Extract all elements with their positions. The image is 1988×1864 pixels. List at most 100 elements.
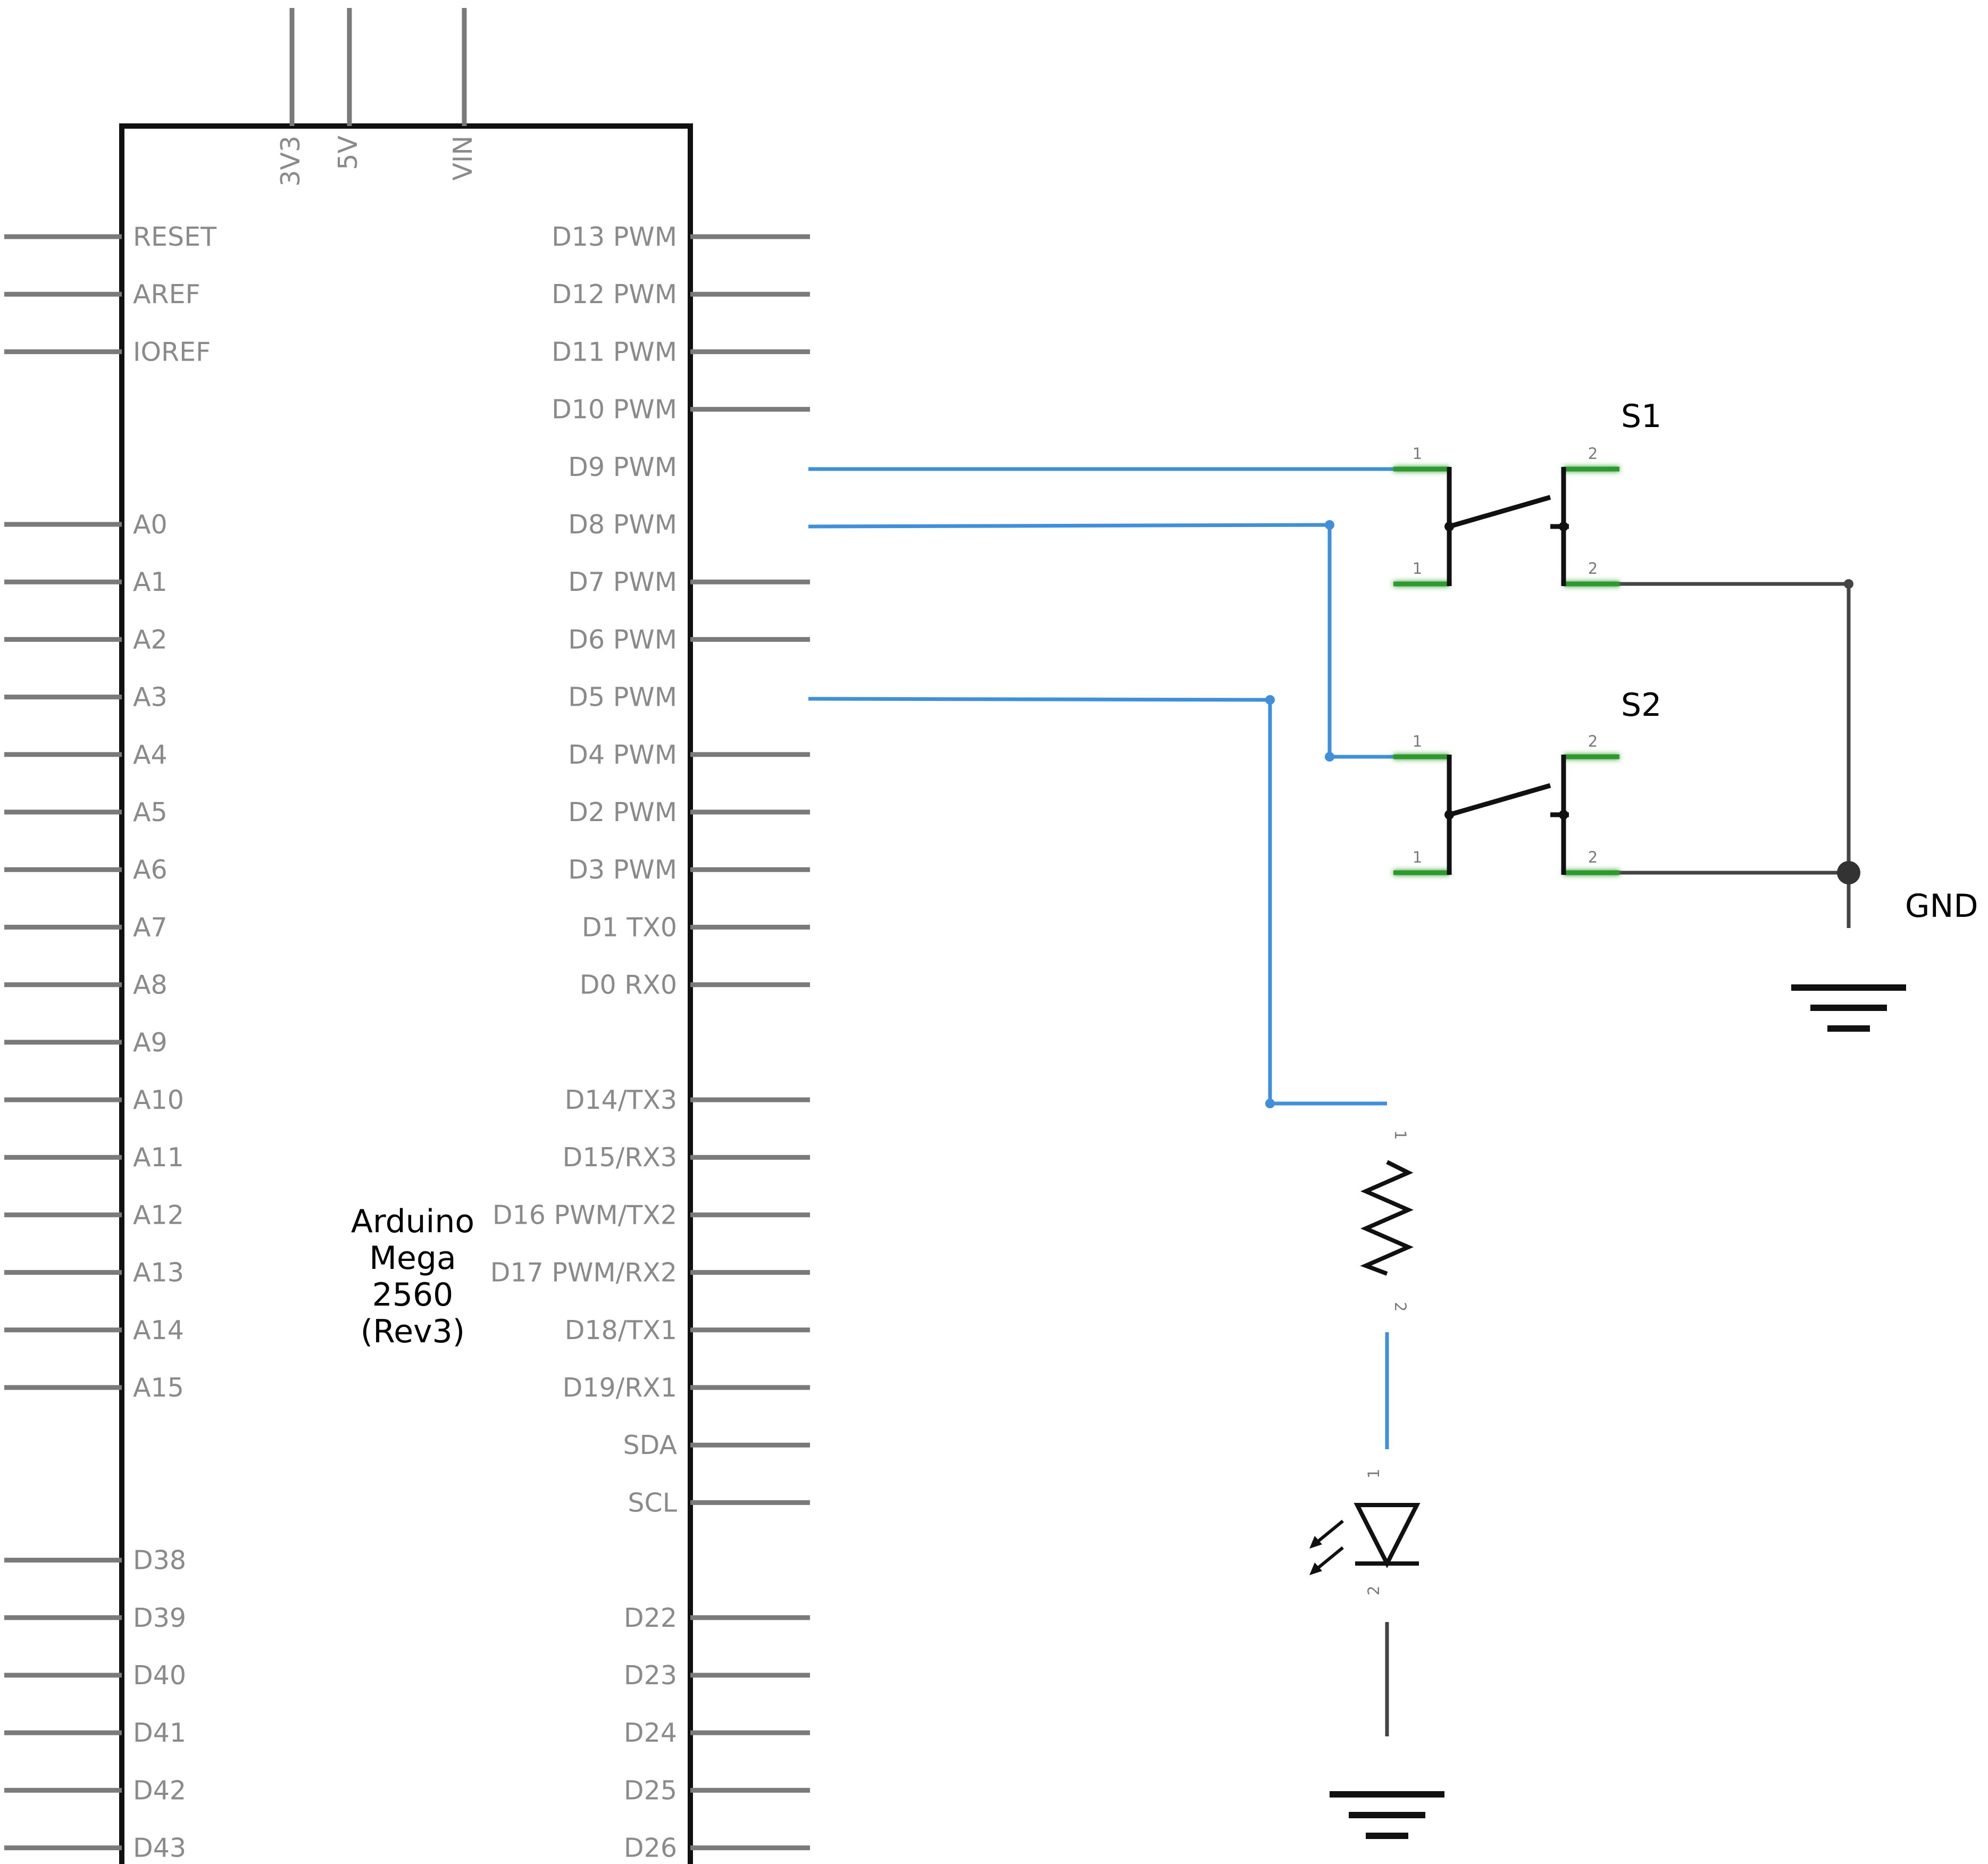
pin-label-sda: SDA: [623, 1430, 678, 1460]
resistor[interactable]: 1 2: [1360, 1101, 1414, 1335]
pin-label-d26: D26: [624, 1833, 677, 1863]
pin-label-a1: A1: [133, 567, 168, 597]
pin-label-d2-pwm: D2 PWM: [568, 797, 677, 827]
pin-label-aref: AREF: [133, 279, 201, 310]
pin-label-d14-tx3: D14/TX3: [565, 1085, 677, 1115]
pin-label-d42: D42: [133, 1775, 186, 1806]
led-triangle: [1354, 1503, 1421, 1568]
ground-symbol-gnd[interactable]: GND: [1791, 888, 1978, 1032]
board-outline: [119, 123, 693, 1864]
pin-label-d12-pwm: D12 PWM: [552, 279, 677, 310]
led[interactable]: 1 2: [1309, 1447, 1421, 1625]
resistor-pin-number-1: 1: [1391, 1130, 1409, 1140]
board-left-pins: RESET AREF IOREF A0A1A2A3A4A5A6A7A8A9A10A11…: [4, 222, 217, 1863]
pin-label-a5: A5: [133, 797, 168, 827]
pin-label-d9-pwm: D9 PWM: [568, 452, 677, 482]
s1-stop-dot: [1559, 522, 1568, 531]
s1-pin-number-1b: 1: [1413, 559, 1422, 578]
pin-label-a0: A0: [133, 509, 168, 540]
wire-s2-to-gnd[interactable]: [1618, 871, 1851, 928]
pin-label-d19-rx1: D19/RX1: [563, 1373, 677, 1403]
pin-label-d23: D23: [624, 1660, 677, 1691]
pin-label-a10: A10: [133, 1085, 184, 1115]
pin-label-d0-rx0: D0 RX0: [580, 970, 677, 1000]
board-name-line-1: Arduino: [351, 1203, 474, 1240]
pin-label-a15: A15: [133, 1373, 184, 1403]
pin-label-d43: D43: [133, 1833, 186, 1863]
gnd-label: GND: [1905, 888, 1978, 925]
board-name-line-2: Mega: [369, 1240, 456, 1277]
pin-label-d6-pwm: D6 PWM: [568, 624, 677, 655]
s2-stop-dot: [1559, 810, 1568, 820]
junction-d8: [1325, 520, 1334, 530]
pin-label-reset: RESET: [133, 222, 217, 252]
s2-pin-number-2a: 2: [1588, 732, 1598, 750]
pin-label-d17-pwm-rx2: D17 PWM/RX2: [490, 1258, 677, 1288]
pin-label-d10-pwm: D10 PWM: [552, 395, 677, 425]
wire-d8-to-s2[interactable]: [808, 523, 1396, 759]
pin-label-d3-pwm: D3 PWM: [568, 855, 677, 885]
wire-s1-to-gnd[interactable]: [1618, 582, 1851, 873]
s1-label: S1: [1621, 398, 1661, 435]
led-emit-arrowhead-2: [1309, 1562, 1322, 1575]
pin-label-5v: 5V: [333, 136, 363, 170]
pin-label-a2: A2: [133, 624, 168, 655]
s2-pivot: [1444, 810, 1454, 820]
ground-symbol-led[interactable]: [1330, 1735, 1444, 1839]
pin-label-scl: SCL: [628, 1487, 677, 1518]
wires: [808, 467, 1860, 1736]
led-pin-number-1: 1: [1365, 1469, 1383, 1478]
pin-label-d40: D40: [133, 1660, 186, 1691]
board-top-pins: 3V3 5V VIN: [275, 8, 478, 187]
pin-label-d1-tx0: D1 TX0: [582, 912, 677, 942]
pin-label-d11-pwm: D11 PWM: [552, 337, 677, 367]
junction-s1-gnd: [1844, 579, 1853, 589]
pin-label-a4: A4: [133, 740, 168, 770]
led-pin-number-2: 2: [1365, 1586, 1383, 1595]
wire-d5-to-resistor[interactable]: [808, 697, 1387, 1106]
s1-pin-number-2a: 2: [1588, 445, 1598, 463]
push-button-s2[interactable]: 1 2 1 2 S2: [1393, 687, 1661, 875]
pin-label-a12: A12: [133, 1200, 184, 1230]
pin-label-d8-pwm: D8 PWM: [568, 509, 677, 540]
pin-label-d4-pwm: D4 PWM: [568, 740, 677, 770]
pin-label-d25: D25: [624, 1775, 677, 1806]
s1-actuator: [1448, 495, 1551, 529]
s2-actuator: [1448, 783, 1551, 817]
board-right-pins: D13 PWM D12 PWM D11 PWM D10 PWM D9 PWM D8 PWM…: [490, 222, 810, 1863]
s1-pin-number-1a: 1: [1413, 445, 1422, 463]
pin-label-a7: A7: [133, 912, 168, 942]
pin-label-d39: D39: [133, 1603, 186, 1633]
pin-label-d22: D22: [624, 1603, 677, 1633]
pin-label-a11: A11: [133, 1142, 184, 1173]
pin-label-a6: A6: [133, 855, 168, 885]
pin-label-vin: VIN: [448, 136, 478, 181]
board-name-line-3: 2560: [372, 1276, 454, 1314]
s2-label: S2: [1621, 687, 1661, 724]
push-button-s1[interactable]: 1 2 1 2 S1: [1393, 398, 1661, 587]
pin-label-d24: D24: [624, 1718, 677, 1748]
s1-pivot: [1444, 522, 1454, 531]
s2-pin-number-1b: 1: [1413, 848, 1422, 866]
pin-label-a9: A9: [133, 1027, 168, 1058]
pin-label-ioref: IOREF: [133, 337, 211, 367]
junction-resistor: [1265, 1099, 1275, 1108]
junction-d5: [1265, 695, 1275, 705]
pin-label-a8: A8: [133, 970, 168, 1000]
pin-label-3v3: 3V3: [275, 136, 306, 187]
pin-label-d16-pwm-tx2: D16 PWM/TX2: [492, 1200, 677, 1230]
resistor-pin-number-2: 2: [1391, 1302, 1409, 1311]
pin-label-d38: D38: [133, 1545, 186, 1576]
pin-label-d18-tx1: D18/TX1: [565, 1315, 677, 1345]
pin-label-d41: D41: [133, 1718, 186, 1748]
s1-pin-number-2b: 2: [1588, 559, 1598, 578]
pin-label-d15-rx3: D15/RX3: [563, 1142, 677, 1173]
arduino-mega-board[interactable]: 3V3 5V VIN RESET AREF IOREF A0A1A2A3A4A5A6A7A…: [4, 8, 810, 1864]
pin-label-a13: A13: [133, 1258, 184, 1288]
pin-label-d13-pwm: D13 PWM: [552, 222, 677, 252]
s2-pin-number-2b: 2: [1588, 848, 1598, 866]
led-emit-arrowhead-1: [1309, 1536, 1322, 1549]
pin-label-a3: A3: [133, 682, 168, 713]
board-name-line-4: (Rev3): [361, 1313, 465, 1350]
